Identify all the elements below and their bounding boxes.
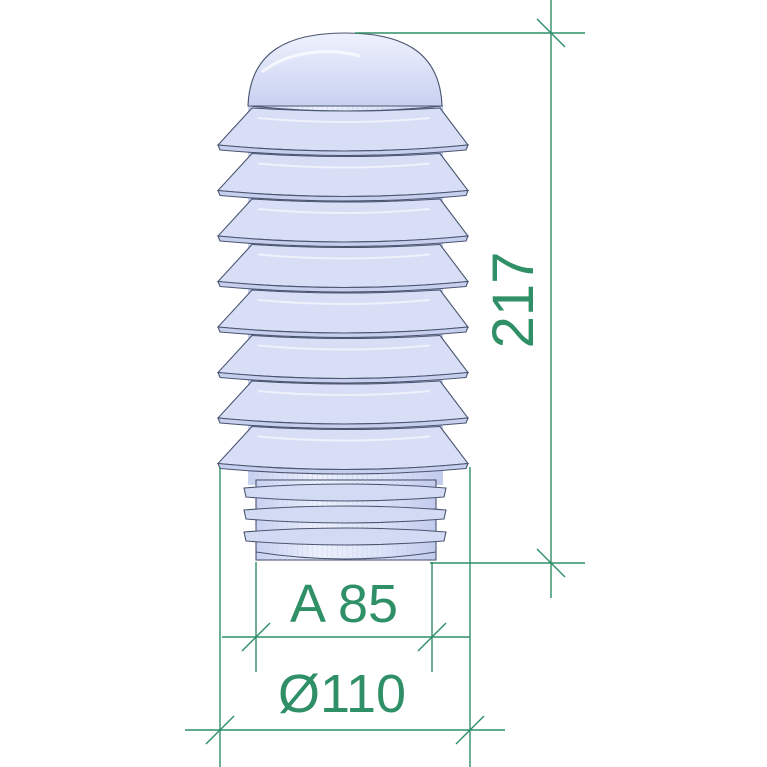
- threaded-spigot: [243, 479, 447, 561]
- louver-fin: [216, 198, 470, 248]
- outer-dimension: Ø110: [185, 467, 505, 767]
- thread-ring: [243, 527, 447, 546]
- height-label: 217: [481, 252, 546, 349]
- thread-ring: [243, 483, 447, 502]
- thread-ring: [243, 505, 447, 524]
- louver-fins: [216, 107, 470, 475]
- louver-fin: [216, 380, 470, 430]
- louver-fin: [216, 152, 470, 202]
- height-dimension: 217: [355, 0, 585, 598]
- louver-fin: [216, 243, 470, 293]
- louver-fin: [216, 107, 470, 157]
- vent-cap: [216, 32, 470, 561]
- louver-fin: [216, 334, 470, 384]
- inner-dimension: A 85: [222, 562, 470, 672]
- dome-cap: [247, 32, 443, 107]
- louver-fin: [216, 425, 470, 475]
- inner-label: A 85: [290, 574, 398, 634]
- outer-label: Ø110: [278, 664, 406, 724]
- louver-fin: [216, 289, 470, 339]
